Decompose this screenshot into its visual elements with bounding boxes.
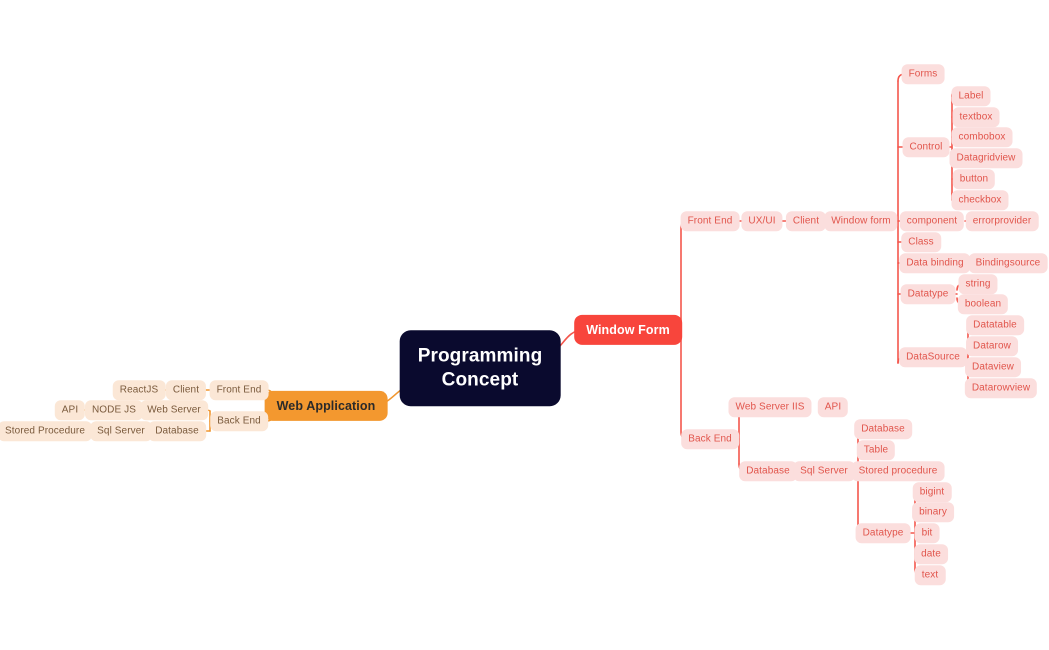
node-wf-errorprovider[interactable]: errorprovider [965,211,1039,231]
node-wa-reactjs[interactable]: ReactJS [112,380,166,400]
node-wf-forms[interactable]: Forms [901,64,945,84]
node-wf-button[interactable]: button [952,169,996,189]
node-wf-ux-ui[interactable]: UX/UI [741,211,783,231]
node-wf-boolean[interactable]: boolean [957,294,1009,314]
node-wa-database[interactable]: Database [148,421,206,441]
node-wf-data-binding[interactable]: Data binding [899,253,971,273]
node-wf-component[interactable]: component [899,211,965,231]
node-wf-web-server-iis[interactable]: Web Server IIS [728,397,812,417]
root-line-2: Concept [441,369,519,390]
node-sql-datatype[interactable]: Datatype [855,523,911,543]
node-sql-database[interactable]: Database [854,419,912,439]
root-node[interactable]: Programming Concept [399,330,561,406]
node-wa-node-js[interactable]: NODE JS [84,400,144,420]
node-wa-web-server[interactable]: Web Server [140,400,208,420]
node-sql-bit[interactable]: bit [914,523,940,543]
node-wf-datasource[interactable]: DataSource [899,347,967,367]
node-wf-sql-server[interactable]: Sql Server [793,461,855,481]
node-sql-text[interactable]: text [914,565,946,585]
node-wf-datatype[interactable]: Datatype [900,284,956,304]
node-wf-combobox[interactable]: combobox [951,127,1013,147]
node-wf-checkbox[interactable]: checkbox [951,190,1009,210]
node-wf-window-form[interactable]: Window form [824,211,898,231]
node-wf-string[interactable]: string [958,274,998,294]
node-wa-api[interactable]: API [54,400,86,420]
node-wa-back-end[interactable]: Back End [210,411,268,431]
node-wf-front-end[interactable]: Front End [680,211,740,231]
node-wa-stored-procedure[interactable]: Stored Procedure [0,421,92,441]
node-wf-datatable[interactable]: Datatable [966,315,1024,335]
node-wa-front-end[interactable]: Front End [209,380,269,400]
node-wf-dataview[interactable]: Dataview [965,357,1021,377]
node-wf-control[interactable]: Control [902,137,950,157]
node-wf-label[interactable]: Label [951,86,991,106]
node-web-application[interactable]: Web Application [264,390,388,422]
node-wf-bindingsource[interactable]: Bindingsource [968,253,1048,273]
node-wf-datarow[interactable]: Datarow [966,336,1018,356]
node-wf-client[interactable]: Client [785,211,827,231]
node-wf-datarowview[interactable]: Datarowview [964,378,1038,398]
node-wf-class[interactable]: Class [901,232,941,252]
node-window-form[interactable]: Window Form [574,314,682,346]
node-sql-table[interactable]: Table [856,440,896,460]
node-wf-back-end[interactable]: Back End [681,429,739,449]
node-wf-api[interactable]: API [817,397,849,417]
node-wf-datagridview[interactable]: Datagridview [949,148,1023,168]
node-sql-binary[interactable]: binary [912,502,954,522]
node-wf-database[interactable]: Database [739,461,797,481]
root-line-1: Programming [417,345,543,367]
node-wf-textbox[interactable]: textbox [952,107,1000,127]
node-wa-client[interactable]: Client [165,380,207,400]
node-sql-stored-procedure[interactable]: Stored procedure [851,461,945,481]
node-wa-sql-server[interactable]: Sql Server [90,421,152,441]
node-sql-bigint[interactable]: bigint [912,482,952,502]
node-sql-date[interactable]: date [914,544,948,564]
